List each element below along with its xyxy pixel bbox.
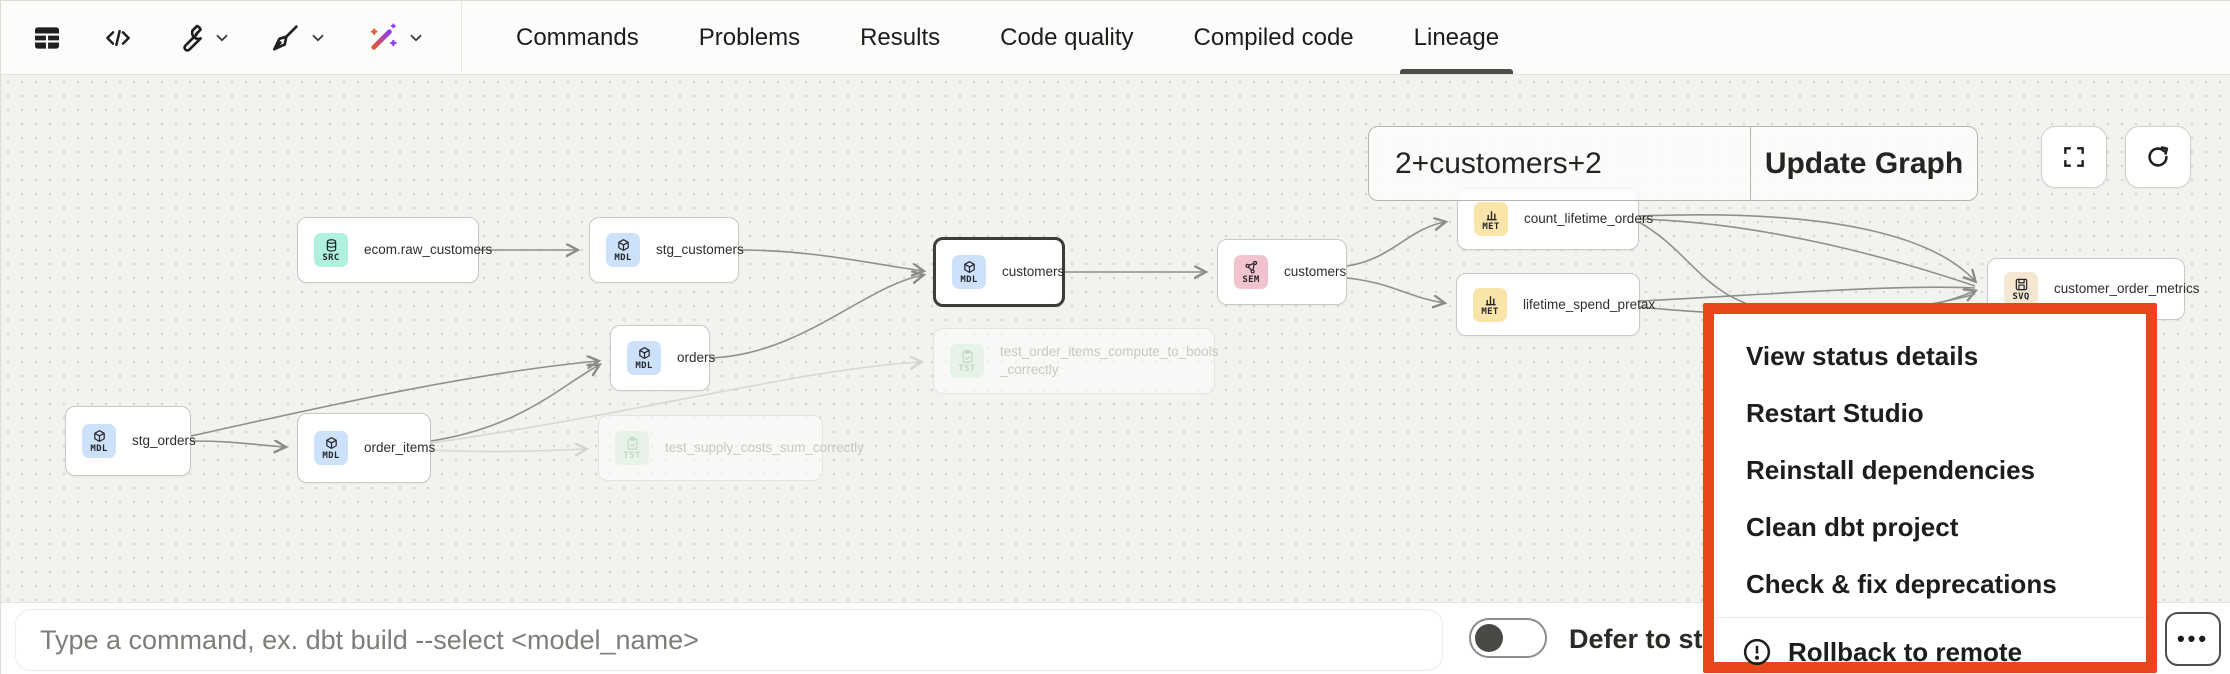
broom-icon xyxy=(273,24,298,51)
toggle-knob xyxy=(1475,624,1503,652)
model-badge: MDL xyxy=(952,255,986,289)
cube-icon xyxy=(93,429,105,442)
semantic-model-badge: SEM xyxy=(1234,255,1268,289)
test-badge: TST xyxy=(615,431,649,465)
build-tools-button[interactable] xyxy=(173,22,231,54)
fullscreen-icon xyxy=(2064,147,2084,167)
format-clean-button[interactable] xyxy=(269,22,327,54)
tab-problems[interactable]: Problems xyxy=(698,23,801,51)
menu-item-restart-studio[interactable]: Restart Studio xyxy=(1746,398,1924,428)
source-badge: SRC xyxy=(314,233,348,267)
panel-tabs: Commands Problems Results Code quality C… xyxy=(486,1,1529,74)
metric-badge: MET xyxy=(1473,287,1507,322)
test-badge: TST xyxy=(950,344,984,378)
top-toolbar: Commands Problems Results Code quality C… xyxy=(1,1,2230,75)
lineage-node-ecom-raw-customers[interactable]: SRC ecom.raw_customers xyxy=(297,217,492,283)
menu-item-view-status-details[interactable]: View status details xyxy=(1746,341,1979,371)
command-input-box xyxy=(15,609,1443,671)
floppy-disk-icon xyxy=(2015,278,2027,290)
more-options-button[interactable]: ••• xyxy=(2165,612,2221,666)
cube-icon xyxy=(963,260,975,273)
menu-item-reinstall-dependencies[interactable]: Reinstall dependencies xyxy=(1746,455,2035,485)
menu-divider xyxy=(1714,617,2146,618)
cube-icon xyxy=(638,346,650,359)
tab-lineage[interactable]: Lineage xyxy=(1384,1,1529,74)
editor-action-icons xyxy=(1,1,462,74)
cube-icon xyxy=(617,238,629,251)
database-icon xyxy=(326,238,336,252)
status-context-menu: View status details Restart Studio Reins… xyxy=(1703,303,2157,673)
lineage-node-lifetime-spend-pretax[interactable]: MET lifetime_spend_pretax xyxy=(1456,273,1655,336)
lineage-node-customers-semantic[interactable]: SEM customers xyxy=(1217,239,1347,305)
saved-query-badge: SVQ xyxy=(2004,272,2038,306)
wrench-icon xyxy=(183,24,202,52)
table-preview-button[interactable] xyxy=(31,22,63,54)
model-badge: MDL xyxy=(606,233,640,267)
lineage-node-orders[interactable]: MDL orders xyxy=(610,325,715,391)
fullscreen-button[interactable] xyxy=(2041,126,2107,188)
defer-toggle[interactable] xyxy=(1469,618,1547,658)
tab-code-quality[interactable]: Code quality xyxy=(1000,23,1134,51)
bar-chart-icon xyxy=(1485,296,1496,306)
code-icon xyxy=(106,29,130,46)
clipboard-check-icon xyxy=(627,436,637,450)
model-badge: MDL xyxy=(627,341,661,375)
metric-badge: MET xyxy=(1474,202,1508,236)
model-badge: MDL xyxy=(82,424,116,458)
lineage-node-stg-customers[interactable]: MDL stg_customers xyxy=(589,217,744,283)
menu-item-check-fix-deprecations[interactable]: Check & fix deprecations xyxy=(1746,569,2057,599)
lineage-node-test-supply-costs[interactable]: TST test_supply_costs_sum_correctly xyxy=(598,415,864,481)
graph-selector-box: Update Graph xyxy=(1368,126,1978,201)
lineage-node-order-items[interactable]: MDL order_items xyxy=(297,413,435,483)
cube-icon xyxy=(325,436,337,449)
chevron-down-icon xyxy=(410,34,422,41)
defer-label: Defer to sta xyxy=(1569,624,1717,654)
lineage-edges xyxy=(190,214,2230,602)
lineage-node-test-order-items[interactable]: TST test_order_items_compute_to_bools _c… xyxy=(933,328,1218,394)
table-icon xyxy=(35,26,59,49)
update-graph-button[interactable]: Update Graph xyxy=(1750,127,1977,200)
warning-icon xyxy=(1743,638,1771,666)
refresh-icon xyxy=(2148,146,2169,167)
model-badge: MDL xyxy=(314,431,348,465)
magic-wand-icon xyxy=(370,23,397,50)
refresh-button[interactable] xyxy=(2125,126,2191,188)
tab-compiled-code[interactable]: Compiled code xyxy=(1193,23,1354,51)
chevron-down-icon xyxy=(312,34,324,41)
chevron-down-icon xyxy=(216,34,228,41)
branch-icon xyxy=(1244,260,1257,274)
menu-item-clean-dbt-project[interactable]: Clean dbt project xyxy=(1746,512,1959,542)
command-input[interactable] xyxy=(16,610,1442,670)
graph-selector-input[interactable] xyxy=(1369,127,1750,200)
menu-item-rollback-to-remote[interactable]: Rollback to remote xyxy=(1714,622,2146,674)
tab-results[interactable]: Results xyxy=(860,23,941,51)
tab-commands[interactable]: Commands xyxy=(516,23,639,51)
menu-items: View status details Restart Studio Reins… xyxy=(1714,314,2146,674)
clipboard-check-icon xyxy=(962,349,972,363)
lineage-node-customers-model[interactable]: MDL customers xyxy=(933,237,1065,307)
ai-assist-button[interactable] xyxy=(365,21,425,55)
lineage-node-stg-orders[interactable]: MDL stg_orders xyxy=(65,406,196,476)
code-view-button[interactable] xyxy=(101,23,135,53)
bar-chart-icon xyxy=(1486,210,1497,220)
